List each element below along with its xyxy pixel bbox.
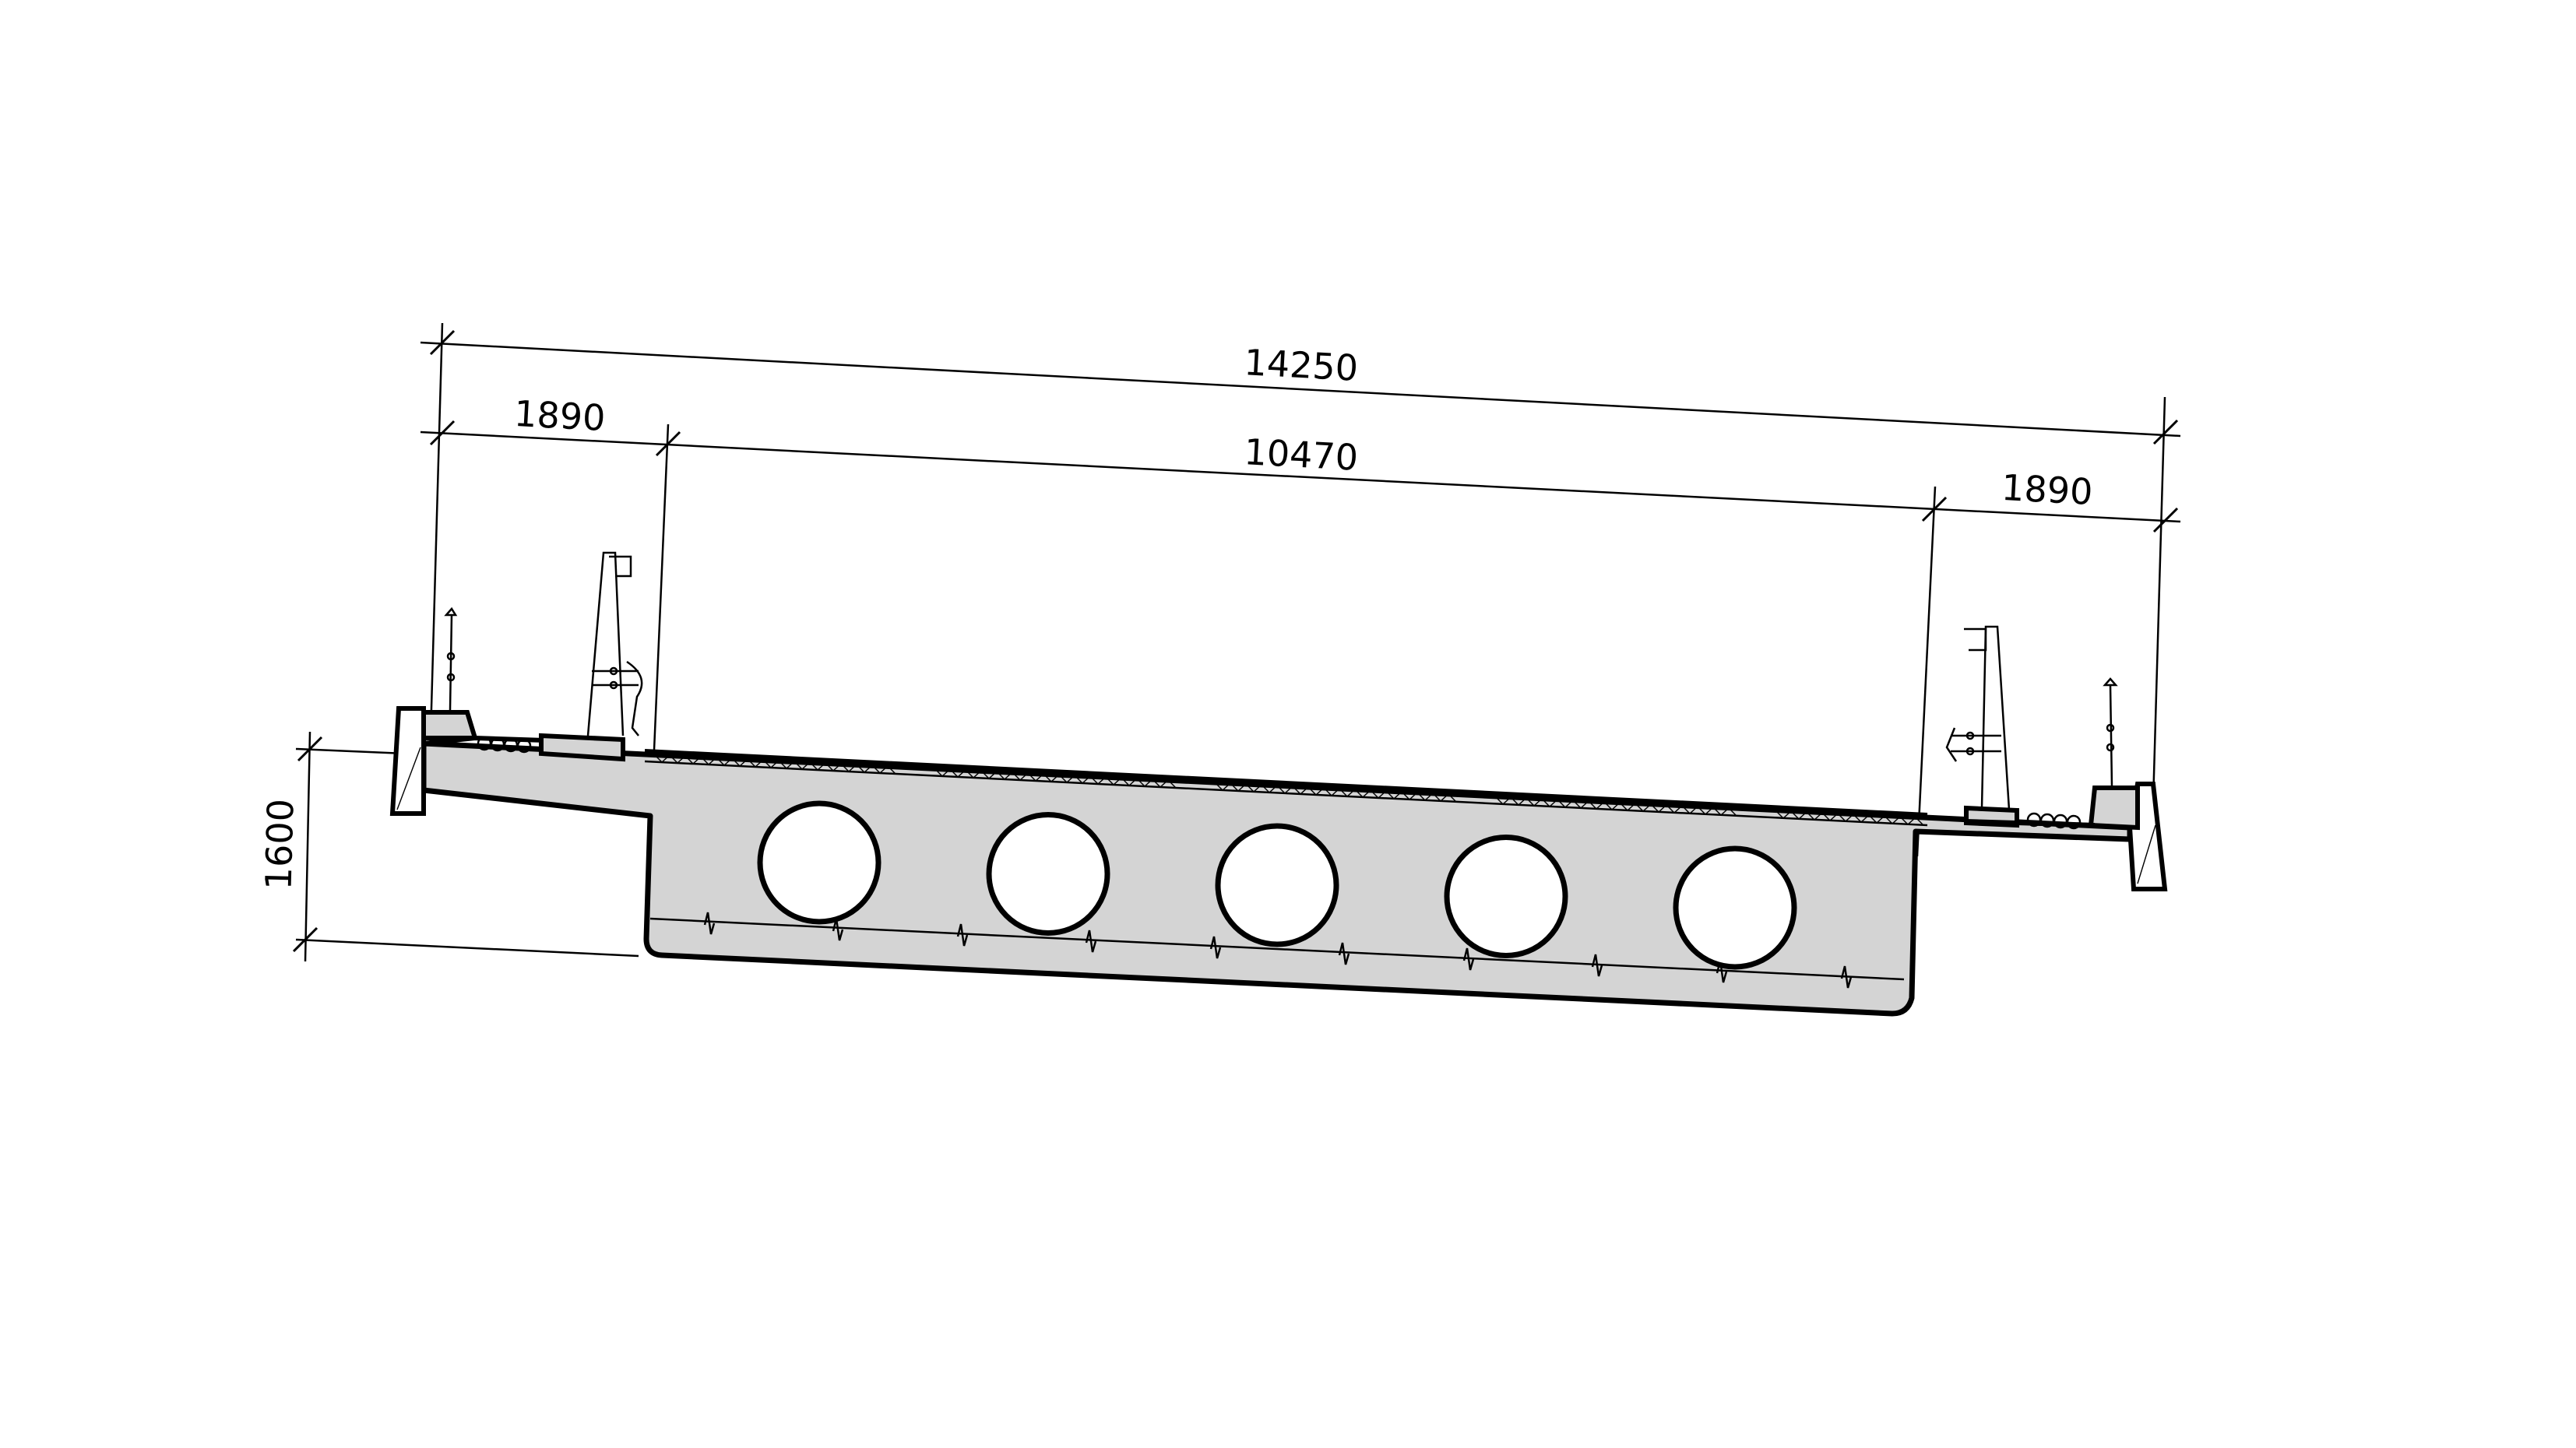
right-barrier-head — [1964, 627, 1987, 652]
right-railing-top — [2103, 677, 2118, 687]
right-edge-curb — [2088, 786, 2140, 831]
wearing-surface-bottom — [644, 760, 1928, 827]
dim-label-carriageway: 10470 — [1243, 431, 1359, 479]
left-railing-post — [449, 614, 453, 711]
circular-void — [986, 812, 1110, 936]
left-railing-node-2 — [446, 673, 456, 682]
bottom-reinforcement-breaks — [703, 912, 1853, 989]
left-barrier-bolt — [609, 666, 618, 676]
bottom-reinforcement-line — [649, 917, 1905, 981]
wearing-surface-hatch — [653, 754, 1924, 826]
left-railing-node — [446, 652, 456, 661]
dimension-depth: 1600 — [257, 731, 639, 962]
left-cable-ducts — [477, 736, 532, 754]
dim-label-overall-width: 14250 — [1243, 341, 1359, 389]
circular-void — [1673, 845, 1797, 970]
dim-label-left-cantilever: 1890 — [513, 392, 607, 439]
dimension-overall-width: 14250 — [420, 322, 2181, 803]
right-railing-post — [2109, 684, 2113, 787]
right-barrier-rail — [1945, 727, 2001, 762]
left-cornice-hatch — [396, 747, 421, 810]
wearing-surface-top — [644, 749, 1928, 817]
left-barrier-bolt-2 — [609, 680, 618, 690]
right-cornice-hatch — [2137, 824, 2156, 884]
right-edge-beam — [1945, 625, 2168, 891]
left-cornice — [389, 706, 426, 816]
right-railing-node — [2106, 723, 2115, 733]
right-sidewalk-slab — [1965, 819, 2096, 828]
right-railing-node-2 — [2106, 743, 2115, 752]
left-barrier-post — [586, 551, 625, 736]
right-barrier-bolt-2 — [1965, 747, 1975, 756]
left-barrier-base — [539, 733, 625, 762]
left-edge-curb — [421, 710, 479, 740]
left-edge-beam — [389, 551, 643, 816]
dimension-segments: 1890 10470 1890 — [420, 392, 2181, 857]
dim-label-right-cantilever: 1890 — [2001, 466, 2094, 513]
left-barrier-head — [609, 555, 632, 578]
dim-label-depth: 1600 — [257, 798, 301, 890]
void-group — [757, 800, 1797, 970]
right-cable-ducts — [2026, 812, 2082, 830]
circular-void — [1215, 823, 1339, 947]
circular-void — [1444, 835, 1568, 958]
right-barrier-post — [1980, 625, 2011, 810]
circular-void — [757, 800, 882, 925]
left-barrier-rail — [592, 660, 643, 736]
left-railing-top — [444, 606, 458, 617]
right-barrier-bolt — [1965, 731, 1975, 740]
